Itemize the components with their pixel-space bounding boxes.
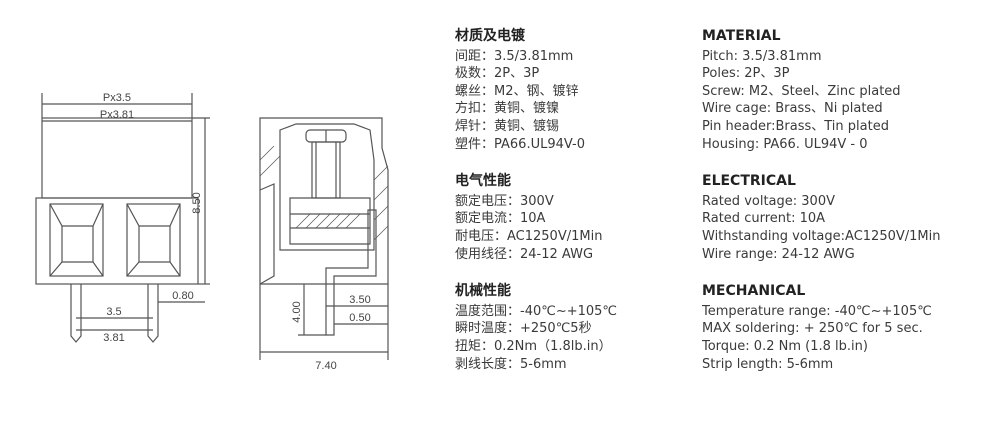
dim-pin-080: 0.80 (172, 290, 193, 302)
zh-material-line: 方扣：黄铜、镀镍 (455, 101, 560, 117)
spec-column-en: MATERIAL Pitch: 3.5/3.81mm Poles: 2P、3P … (702, 28, 992, 393)
zh-material-block: 材质及电镀 间距：3.5/3.81mm 极数：2P、3P 螺丝：M2、钢、镀锌 … (455, 28, 675, 153)
side-view-drawing: 4.00 3.50 0.50 7.40 (259, 117, 389, 372)
wire-entry-left (49, 203, 104, 277)
dim-pin-offset-350: 3.50 (349, 294, 370, 306)
zh-electrical-line: 耐电压：AC1250V/1Min (455, 228, 603, 244)
en-electrical-line: Rated voltage: 300V (702, 193, 835, 209)
en-mechanical-line: Torque: 0.2 Nm (1.8 lb.in) (702, 338, 868, 354)
en-material-line: Pitch: 3.5/3.81mm (702, 48, 822, 64)
dim-pitch-381: Px3.81 (100, 109, 134, 121)
wire-cage (289, 197, 371, 245)
en-electrical-line: Rated current: 10A (702, 211, 826, 227)
en-mechanical-line: Strip length: 5-6mm (702, 356, 834, 372)
en-material-line: Screw: M2、Steel、Zinc plated (702, 83, 901, 99)
housing-outline (259, 117, 389, 285)
zh-mechanical-block: 机械性能 温度范围：-40℃~+105℃ 瞬时温度：+250℃5秒 扭矩：0.2… (455, 283, 675, 373)
en-material-line: Housing: PA66. UL94V - 0 (702, 136, 868, 152)
front-view-drawing: Px3.5 Px3.81 8.50 0.80 3.5 3.81 (35, 92, 210, 344)
dim-pin-length-400: 4.00 (291, 301, 303, 322)
en-mechanical-line: Temperature range: -40℃~+105℃ (702, 303, 932, 319)
zh-electrical-block: 电气性能 额定电压：300V 额定电流：10A 耐电压：AC1250V/1Min… (455, 173, 675, 263)
zh-mechanical-line: 温度范围：-40℃~+105℃ (455, 303, 618, 319)
zh-mechanical-heading: 机械性能 (455, 283, 511, 300)
zh-mechanical-line: 扭矩：0.2Nm（1.8lb.in） (455, 338, 612, 354)
zh-electrical-heading: 电气性能 (455, 173, 511, 190)
en-electrical-line: Withstanding voltage:AC1250V/1Min (702, 228, 941, 244)
en-material-block: MATERIAL Pitch: 3.5/3.81mm Poles: 2P、3P … (702, 28, 992, 153)
hatching (259, 145, 389, 241)
dim-pitch-pin-35: 3.5 (106, 306, 121, 318)
en-electrical-block: ELECTRICAL Rated voltage: 300V Rated cur… (702, 173, 992, 263)
zh-material-line: 螺丝：M2、钢、镀锌 (455, 83, 579, 99)
en-material-line: Wire cage: Brass、Ni plated (702, 101, 883, 117)
body-lower (35, 197, 199, 285)
dim-height-850: 8.50 (191, 192, 203, 213)
zh-material-heading: 材质及电镀 (455, 28, 525, 44)
inner-cavity (279, 123, 375, 251)
zh-material-line: 塑件：PA66.UL94V-0 (455, 136, 585, 152)
zh-electrical-line: 使用线径：24-12 AWG (455, 246, 594, 262)
dim-pin-width-050: 0.50 (349, 312, 370, 324)
zh-electrical-line: 额定电流：10A (455, 211, 546, 227)
housing-left-rib (259, 183, 275, 285)
spec-column-zh: 材质及电镀 间距：3.5/3.81mm 极数：2P、3P 螺丝：M2、钢、镀锌 … (455, 28, 675, 393)
pin-left (70, 284, 82, 343)
zh-mechanical-line: 剥线长度：5-6mm (455, 356, 567, 372)
en-electrical-heading: ELECTRICAL (702, 173, 796, 190)
solder-pin (325, 209, 377, 336)
en-mechanical-heading: MECHANICAL (702, 283, 806, 300)
en-mechanical-line: MAX soldering: + 250℃ for 5 sec. (702, 321, 923, 337)
zh-electrical-line: 额定电压：300V (455, 193, 554, 209)
zh-material-line: 间距：3.5/3.81mm (455, 48, 574, 64)
body-upper (41, 117, 193, 199)
dim-pitch-35: Px3.5 (103, 92, 131, 104)
dim-depth-740: 7.40 (315, 360, 336, 372)
en-mechanical-block: MECHANICAL Temperature range: -40℃~+105℃… (702, 283, 992, 373)
en-material-heading: MATERIAL (702, 28, 781, 44)
zh-material-line: 焊针：黄铜、镀锡 (455, 118, 560, 134)
zh-mechanical-line: 瞬时温度：+250℃5秒 (455, 321, 592, 337)
zh-material-line: 极数：2P、3P (455, 66, 540, 82)
dim-pitch-pin-381: 3.81 (103, 332, 124, 344)
wire-entry-right (126, 203, 181, 277)
en-material-line: Pin header:Brass、Tin plated (702, 118, 889, 134)
en-material-line: Poles: 2P、3P (702, 66, 790, 82)
pin-right (147, 284, 159, 343)
en-electrical-line: Wire range: 24-12 AWG (702, 246, 855, 262)
